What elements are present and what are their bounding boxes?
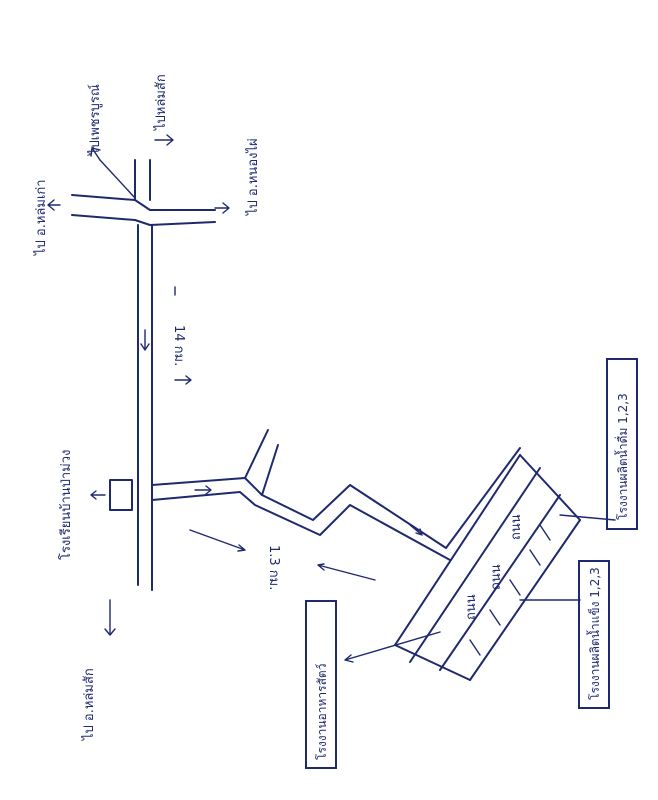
box-left-text: โรงงานอาหารสัตว์ bbox=[315, 663, 329, 760]
arrow-13 bbox=[189, 529, 376, 581]
label-road-b: ถนน bbox=[489, 564, 504, 590]
label-school: โรงเรียนบ้านป่าม่วง bbox=[59, 449, 74, 560]
label-top-right-3: ไป อ.หนองไผ่ bbox=[246, 138, 261, 215]
box-left: โรงงานอาหารสัตว์ bbox=[305, 600, 337, 769]
label-road-c: ถนน bbox=[509, 514, 524, 540]
box-mid-text: โรงงานผลิตน้ำแข็ง 1,2,3 bbox=[588, 567, 602, 700]
label-distance-14: 14 กม. bbox=[171, 325, 186, 367]
pointer-box-left bbox=[344, 631, 441, 663]
label-top-left: ไป อ.หล่มเก่า bbox=[34, 179, 49, 255]
top-intersection bbox=[47, 134, 230, 226]
label-road-a: ถนน bbox=[464, 594, 479, 620]
label-distance-13: 1.3 กม. bbox=[266, 545, 281, 591]
pointer-box-right bbox=[559, 514, 616, 521]
box-right-text: โรงงานผลิตน้ำดื่ม 1,2,3 bbox=[616, 393, 630, 520]
arrow-bottom bbox=[104, 599, 116, 636]
side-road bbox=[151, 429, 521, 561]
arrow-14 bbox=[174, 286, 192, 385]
label-top-right-1: ไปเพชรบูรณ์ bbox=[88, 84, 103, 155]
label-top-right-2: ไปหล่มสัก bbox=[154, 74, 169, 130]
label-bottom-left: ไป อ.หล่มสัก bbox=[82, 668, 97, 740]
main-road bbox=[137, 224, 153, 591]
factory-compound bbox=[394, 454, 581, 681]
box-mid: โรงงานผลิตน้ำแข็ง 1,2,3 bbox=[578, 560, 610, 709]
box-right: โรงงานผลิตน้ำดื่ม 1,2,3 bbox=[606, 358, 638, 530]
school-building bbox=[109, 479, 133, 511]
